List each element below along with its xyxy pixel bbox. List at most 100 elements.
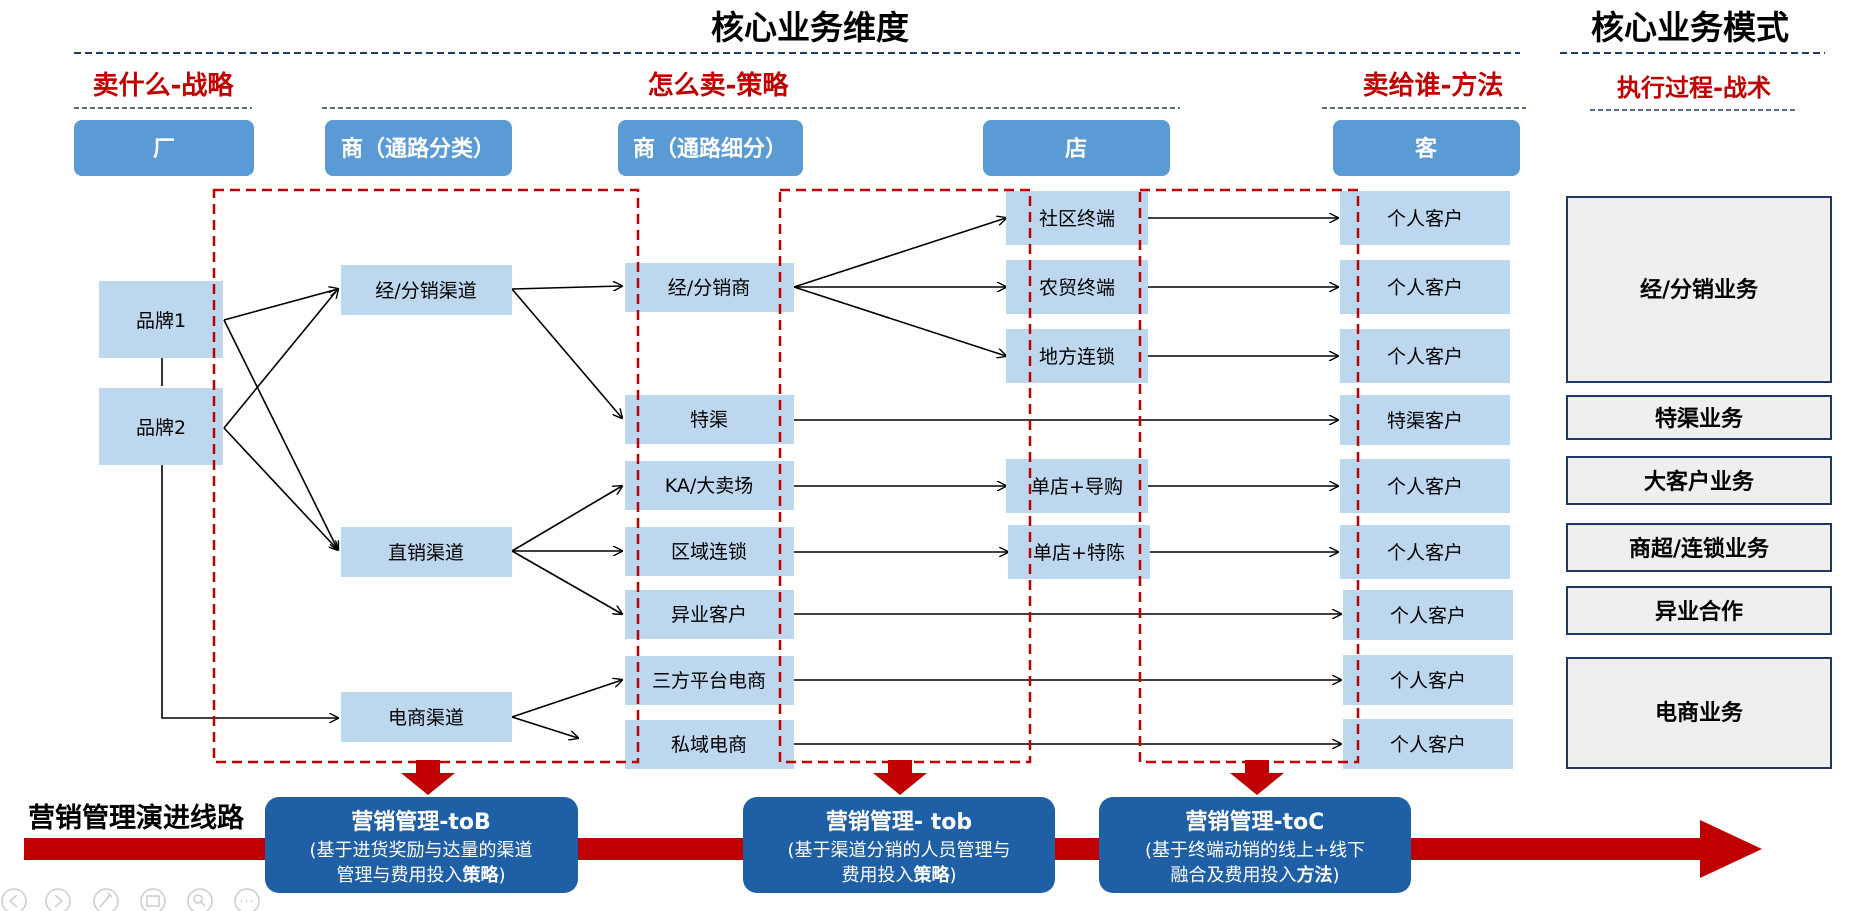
customer-1: 个人客户 [1340, 191, 1510, 245]
store-label: 单店+特陈 [1033, 542, 1125, 564]
customer-special: 特渠客户 [1340, 395, 1510, 445]
store-label: 地方连锁 [1039, 346, 1115, 368]
group-tob-dealer [778, 188, 1032, 764]
header-channel-detail-label: 商（通路细分） [633, 136, 787, 162]
store-community: 社区终端 [1006, 191, 1148, 245]
mode-label: 商超/连锁业务 [1629, 536, 1770, 562]
stage-toc: 营销管理-toC (基于终端动销的线上+线下 融合及费用投入方法) [1099, 797, 1411, 893]
stage-desc-line2: 费用投入策略) [841, 864, 956, 886]
brand-1-label: 品牌1 [136, 310, 186, 332]
evolution-timeline: 营销管理演进线路 营销管理-toB (基于进货奖励与达量的渠道 管理与费用投入策… [24, 760, 1762, 893]
dealer-label: 特渠 [690, 409, 728, 431]
mode-label: 经/分销业务 [1640, 277, 1759, 303]
customer-label: 个人客户 [1387, 542, 1463, 564]
mode-supermarket-chain: 商超/连锁业务 [1566, 523, 1832, 572]
mode-label: 电商业务 [1655, 700, 1744, 726]
mode-title: 核心业务模式 [1591, 8, 1789, 47]
stage-desc-line1: (基于渠道分销的人员管理与 [787, 840, 1010, 861]
dealer-platform-ecommerce: 三方平台电商 [625, 656, 794, 705]
channel-distribution: 经/分销渠道 [341, 265, 512, 315]
header-customer: 客 [1333, 120, 1520, 176]
stage-desc-line2: 融合及费用投入方法) [1170, 864, 1339, 886]
customer-2: 个人客户 [1340, 260, 1510, 314]
header-customer-label: 客 [1415, 136, 1438, 162]
slideshow-controls [1, 888, 260, 911]
stage-title: 营销管理- tob [826, 809, 972, 835]
store-label: 农贸终端 [1039, 277, 1115, 299]
slides-icon[interactable] [140, 888, 166, 911]
mode-key-account: 大客户业务 [1566, 456, 1832, 505]
header-store: 店 [983, 120, 1170, 176]
zoom-icon[interactable] [187, 888, 213, 911]
dealer-regional: 区域连锁 [625, 527, 794, 576]
customer-label: 特渠客户 [1387, 410, 1463, 432]
dealer-private-ecommerce: 私域电商 [625, 720, 794, 769]
dealer-label: 异业客户 [671, 604, 747, 626]
stage-title: 营销管理-toC [1186, 809, 1325, 835]
store-local-chain: 地方连锁 [1006, 329, 1148, 383]
dealer-label: 经/分销商 [668, 277, 750, 299]
mode-crossindustry: 异业合作 [1566, 586, 1832, 635]
customer-label: 个人客户 [1390, 734, 1466, 756]
customer-label: 个人客户 [1387, 476, 1463, 498]
evolution-label: 营销管理演进线路 [28, 802, 245, 834]
dealer-label: KA/大卖场 [665, 475, 754, 497]
stage-title: 营销管理-toB [351, 809, 491, 835]
channel-direct-label: 直销渠道 [388, 542, 464, 564]
channel-ecommerce: 电商渠道 [341, 692, 512, 742]
mode-ecommerce: 电商业务 [1566, 657, 1832, 769]
dealer-label: 三方平台电商 [652, 670, 766, 692]
down-arrow-1 [401, 760, 455, 795]
dealer-label: 区域连锁 [671, 541, 747, 563]
connectors [161, 218, 1341, 744]
stage-tob: 营销管理-toB (基于进货奖励与达量的渠道 管理与费用投入策略) [265, 797, 578, 893]
dealer-crossindustry: 异业客户 [625, 590, 794, 639]
customer-label: 个人客户 [1390, 605, 1466, 627]
more-options-icon[interactable] [234, 888, 260, 911]
mode-distribution: 经/分销业务 [1566, 196, 1832, 383]
store-label: 社区终端 [1039, 208, 1115, 230]
dealer-ka: KA/大卖场 [625, 461, 794, 510]
mode-label: 特渠业务 [1655, 406, 1744, 432]
section-exec: 执行过程-战术 [1617, 74, 1771, 102]
section-what: 卖什么-战略 [93, 70, 235, 101]
brand-1: 品牌1 [99, 281, 223, 358]
store-label: 单店+导购 [1031, 476, 1123, 498]
group-toc [1138, 188, 1360, 764]
prev-slide-icon[interactable] [1, 888, 27, 911]
header-factory-label: 厂 [153, 137, 175, 162]
down-arrow-3 [1230, 760, 1284, 795]
customer-label: 个人客户 [1387, 208, 1463, 230]
next-slide-icon[interactable] [45, 888, 71, 911]
brand-2-label: 品牌2 [136, 417, 186, 439]
channel-ecommerce-label: 电商渠道 [388, 707, 464, 729]
timeline-arrowhead [1700, 820, 1762, 878]
header-channel-detail: 商（通路细分） [618, 120, 803, 176]
stage-tob-dealer: 营销管理- tob (基于渠道分销的人员管理与 费用投入策略) [743, 797, 1055, 893]
brand-2: 品牌2 [99, 388, 223, 465]
down-arrow-2 [873, 760, 927, 795]
customer-7: 个人客户 [1343, 655, 1513, 705]
mode-special: 特渠业务 [1566, 395, 1832, 440]
stage-desc-line1: (基于终端动销的线上+线下 [1145, 840, 1365, 861]
store-shop-display: 单店+特陈 [1008, 525, 1150, 579]
header-factory: 厂 [74, 120, 254, 176]
customer-label: 个人客户 [1390, 670, 1466, 692]
mode-label: 大客户业务 [1644, 469, 1755, 495]
dealer-special: 特渠 [625, 395, 794, 444]
customer-5: 个人客户 [1340, 525, 1510, 579]
customer-4: 个人客户 [1340, 459, 1510, 513]
section-whom: 卖给谁-方法 [1363, 70, 1504, 101]
mode-label: 异业合作 [1655, 599, 1743, 625]
pen-icon[interactable] [93, 888, 119, 911]
channel-direct: 直销渠道 [341, 527, 512, 577]
dealer-distributor: 经/分销商 [625, 263, 794, 312]
header-channel-category-label: 商（通路分类） [341, 136, 495, 162]
dealer-label: 私域电商 [671, 734, 747, 756]
channel-distribution-label: 经/分销渠道 [375, 280, 476, 302]
customer-8: 个人客户 [1343, 719, 1513, 769]
stage-desc-line1: (基于进货奖励与达量的渠道 [309, 840, 532, 861]
customer-label: 个人客户 [1387, 277, 1463, 299]
customer-label: 个人客户 [1387, 346, 1463, 368]
